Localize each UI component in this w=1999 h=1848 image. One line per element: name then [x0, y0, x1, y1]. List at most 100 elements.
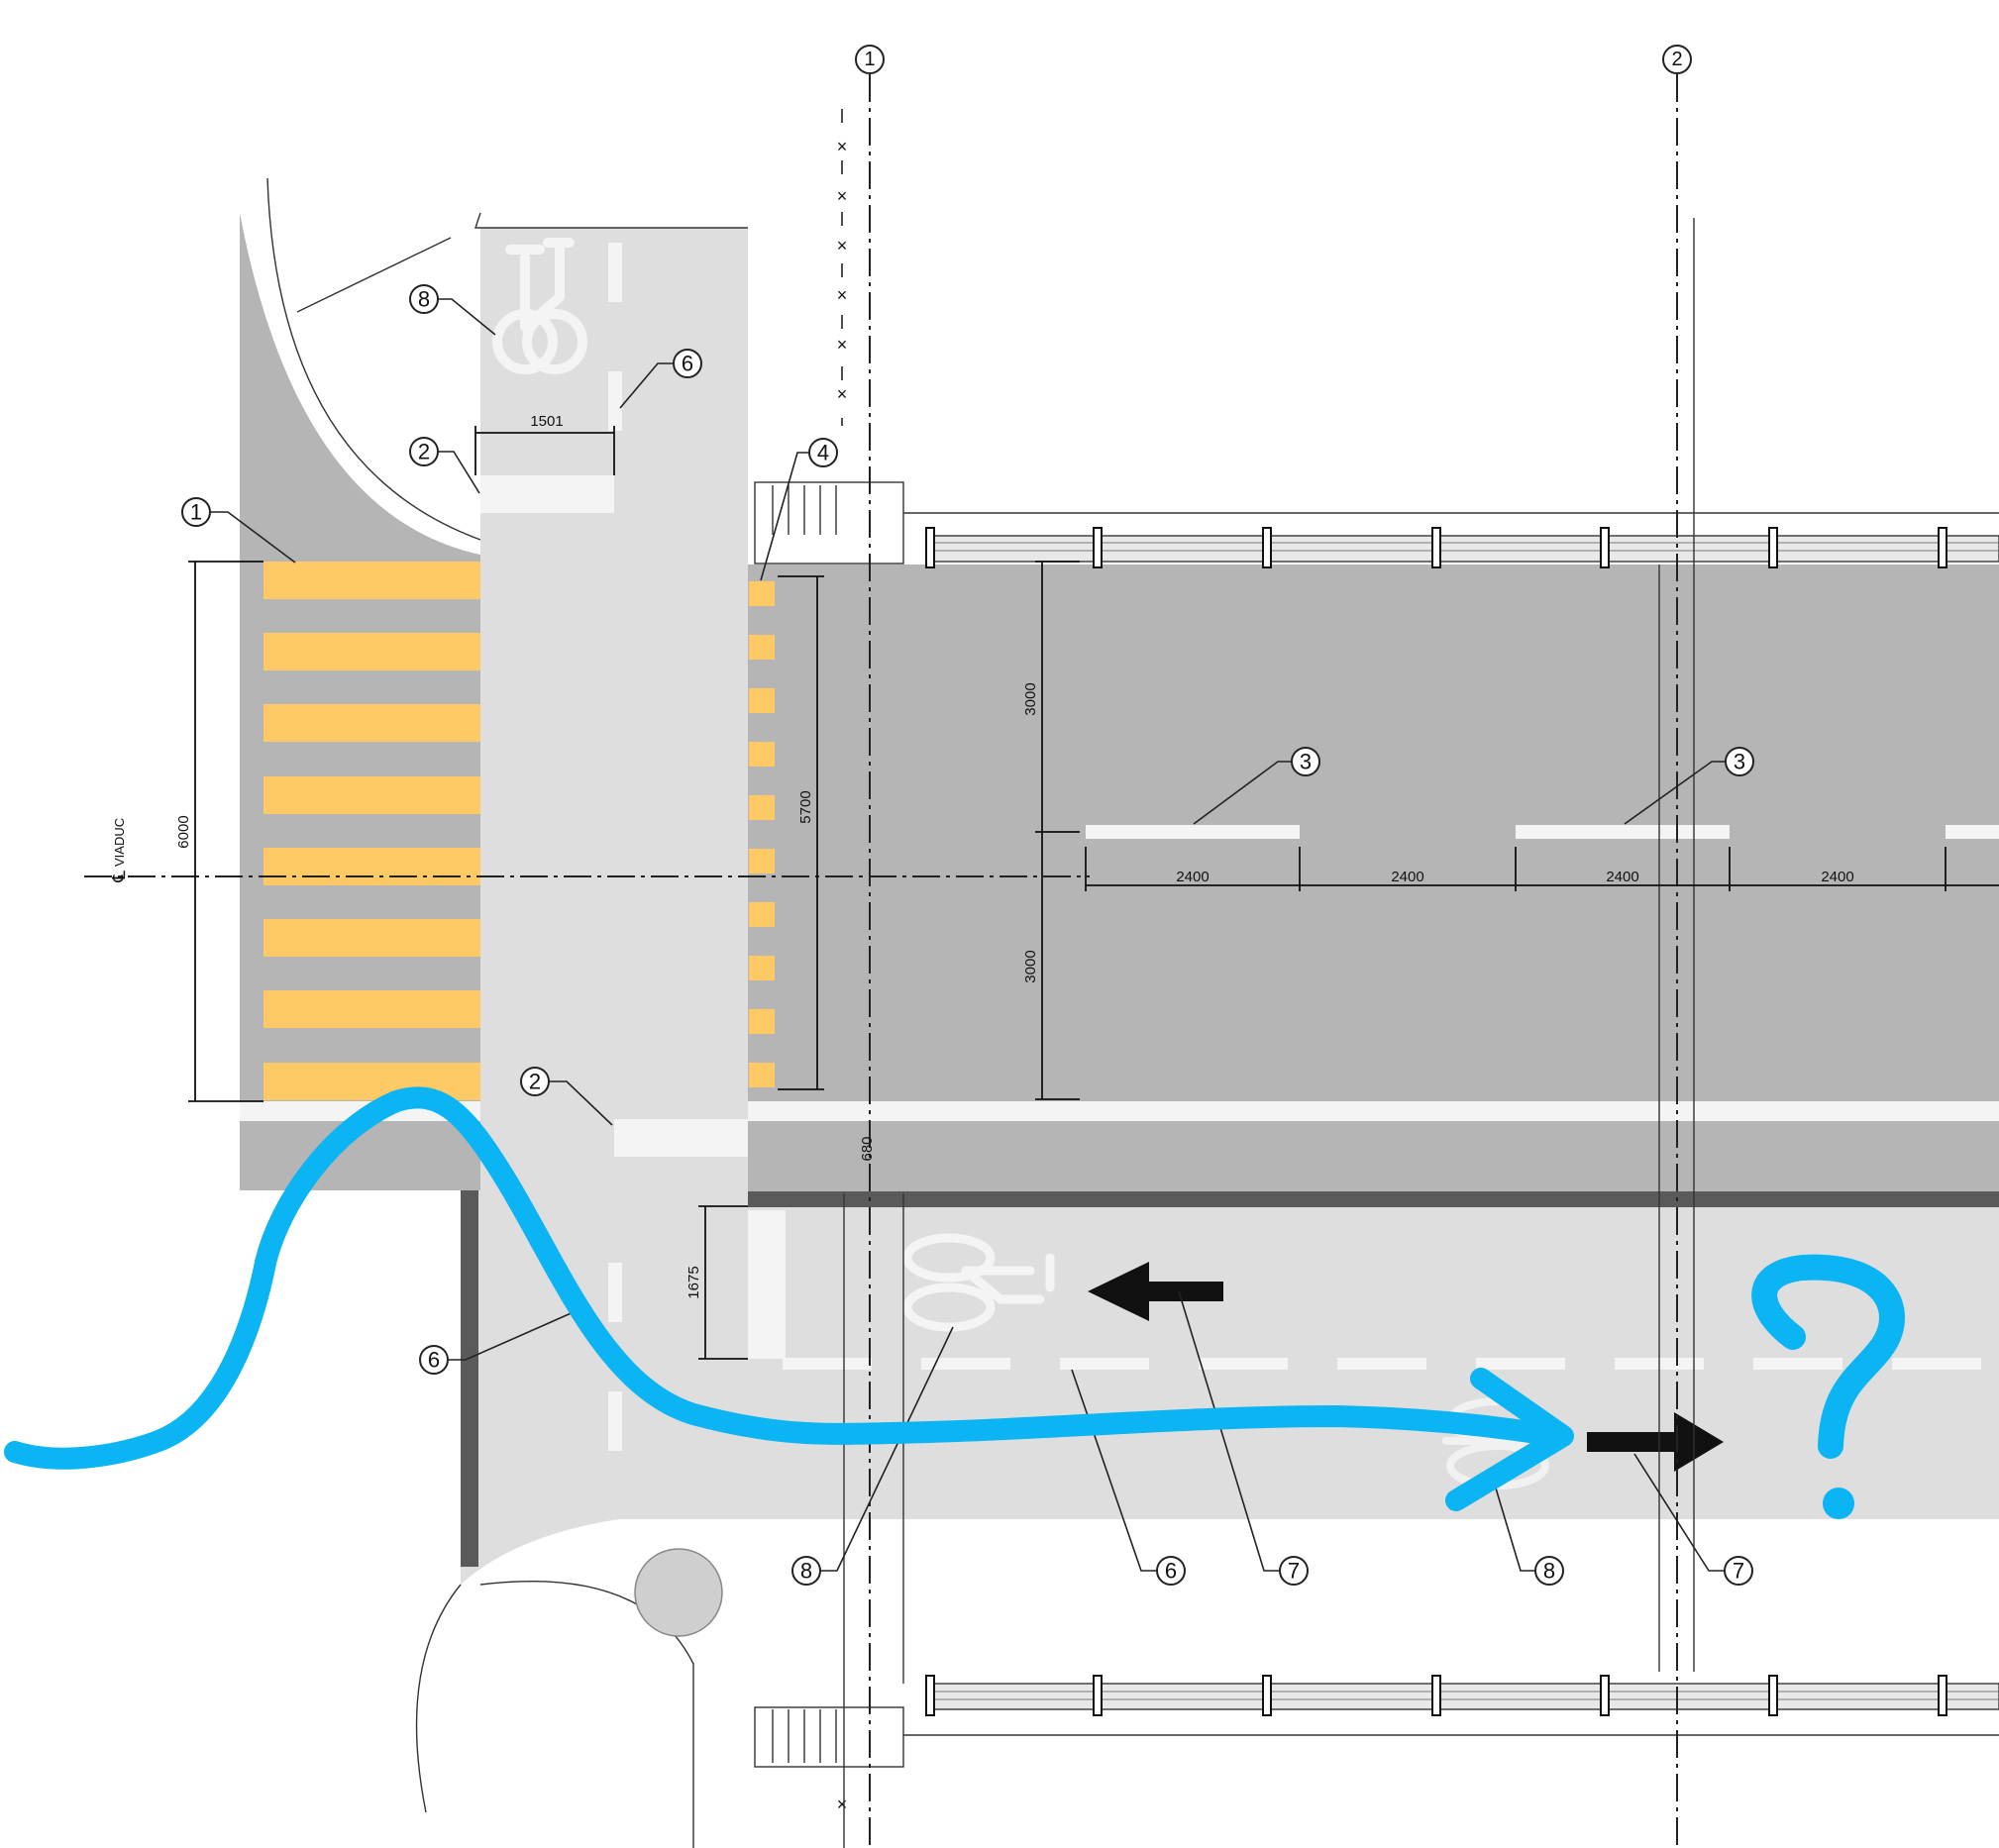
bicycle-icon [902, 1233, 1055, 1332]
svg-text:6: 6 [682, 352, 693, 376]
centerline: VIADUC ℄ [84, 818, 1090, 883]
railing-bottom [903, 1675, 1999, 1736]
callout: 7 [1633, 1453, 1753, 1586]
path-stop-line-top [480, 475, 614, 513]
road-edge-line [748, 1101, 1999, 1121]
svg-text:2400: 2400 [1606, 869, 1638, 885]
svg-text:4: 4 [817, 441, 829, 465]
callout: 7 [1178, 1290, 1309, 1586]
crossing-stripe [263, 776, 480, 814]
bike-lane-stop-line [748, 1210, 786, 1359]
pedestrian-crossing [263, 562, 480, 1100]
svg-text:1675: 1675 [685, 1266, 702, 1298]
svg-text:5700: 5700 [797, 790, 814, 823]
svg-text:×: × [837, 236, 848, 256]
bus-stop-mark [749, 581, 775, 606]
surfaces [240, 213, 1999, 1585]
svg-text:8: 8 [1543, 1559, 1555, 1584]
svg-text:2: 2 [1671, 49, 1682, 70]
curb [748, 1191, 1999, 1207]
lower-curve [415, 1580, 694, 1848]
bus-stop-mark [749, 1009, 775, 1034]
question-mark-annotation [1751, 1254, 1905, 1519]
crossing-stripe [263, 919, 480, 957]
bus-stop-mark [749, 688, 775, 713]
grid-axis-2: 2 [1662, 45, 1692, 1848]
crossing-stripe [263, 633, 480, 670]
roundabout-arc [266, 177, 481, 541]
svg-text:8: 8 [418, 287, 430, 312]
callout: 2 [409, 437, 480, 494]
svg-text:×: × [837, 335, 848, 355]
svg-text:3: 3 [1734, 750, 1745, 774]
svg-text:7: 7 [1733, 1559, 1744, 1584]
callout: 6 [619, 349, 702, 409]
crossing-stripe [263, 990, 480, 1028]
bus-stop-mark [749, 956, 775, 980]
svg-text:2: 2 [418, 440, 430, 464]
curb-vertical [461, 1190, 478, 1567]
bike-lane-dashes [783, 1358, 1981, 1370]
dim-crossing-length: 6000 [175, 561, 263, 1102]
svg-text:×: × [837, 137, 848, 156]
fence-line: × × × × × × × [837, 109, 848, 1814]
callout: 8 [1493, 1481, 1564, 1586]
bus-stop-mark [749, 635, 775, 660]
path-dashes [608, 243, 622, 1451]
roundabout-arc-inner [296, 237, 452, 313]
callout: 3 [1624, 747, 1754, 825]
crossing-stripe [263, 848, 480, 885]
bus-stop-mark [749, 1063, 775, 1087]
svg-text:1: 1 [864, 49, 875, 70]
blue-route-arrow [4, 1086, 1574, 1511]
stairs-bottom [754, 1706, 904, 1768]
svg-text:3: 3 [1300, 750, 1312, 774]
svg-text:3000: 3000 [1022, 950, 1039, 982]
svg-text:3000: 3000 [1022, 682, 1039, 715]
dim-bike-lane-width: 1675 [685, 1205, 748, 1360]
lane-mark [1946, 825, 1999, 839]
callout: 8 [409, 284, 496, 336]
grid-axis-1: 1 [855, 45, 885, 1848]
centerline-label: VIADUC [112, 818, 127, 867]
svg-text:2400: 2400 [1821, 869, 1853, 885]
bus-stop-mark [749, 902, 775, 927]
svg-text:1501: 1501 [530, 413, 563, 430]
bicycle-icon [492, 238, 587, 374]
dim-bus-stop-length: 5700 [778, 575, 824, 1090]
crossing-stripe [263, 562, 480, 599]
arrow-right-icon [1587, 1412, 1724, 1472]
svg-text:2400: 2400 [1391, 869, 1423, 885]
svg-text:×: × [837, 285, 848, 305]
railing-top [903, 512, 1999, 568]
lane-mark [1516, 825, 1730, 839]
stairs-top [754, 481, 904, 565]
crossing-stripe [263, 704, 480, 742]
svg-text:6: 6 [428, 1348, 440, 1373]
dim-lanes: 3000 3000 [1022, 561, 1080, 1100]
dim-markings: 2400 2400 2400 2400 [1085, 847, 1999, 891]
roundabout-arc-inner-2 [474, 212, 748, 229]
svg-text:6000: 6000 [175, 815, 192, 848]
svg-text:7: 7 [1288, 1559, 1300, 1584]
svg-text:2: 2 [529, 1070, 541, 1094]
svg-text:1: 1 [190, 500, 202, 525]
callout: 2 [520, 1067, 613, 1126]
sidewalk-left [240, 213, 480, 1190]
svg-text:×: × [837, 186, 848, 206]
cycle-path-vertical [480, 228, 748, 1101]
svg-text:6: 6 [1165, 1559, 1177, 1584]
centerline-symbol: ℄ [109, 871, 129, 883]
main-road [748, 565, 1999, 1192]
svg-text:2400: 2400 [1176, 869, 1209, 885]
callout: 6 [419, 1306, 585, 1375]
bus-stop-mark [749, 849, 775, 873]
dim-path-width: 1501 [474, 413, 615, 475]
bus-stop-markings [749, 581, 775, 1087]
callout: 8 [791, 1326, 954, 1586]
svg-text:×: × [837, 1795, 848, 1814]
bus-stop-mark [749, 742, 775, 767]
callout: 3 [1193, 747, 1320, 825]
callout: 1 [181, 497, 296, 564]
